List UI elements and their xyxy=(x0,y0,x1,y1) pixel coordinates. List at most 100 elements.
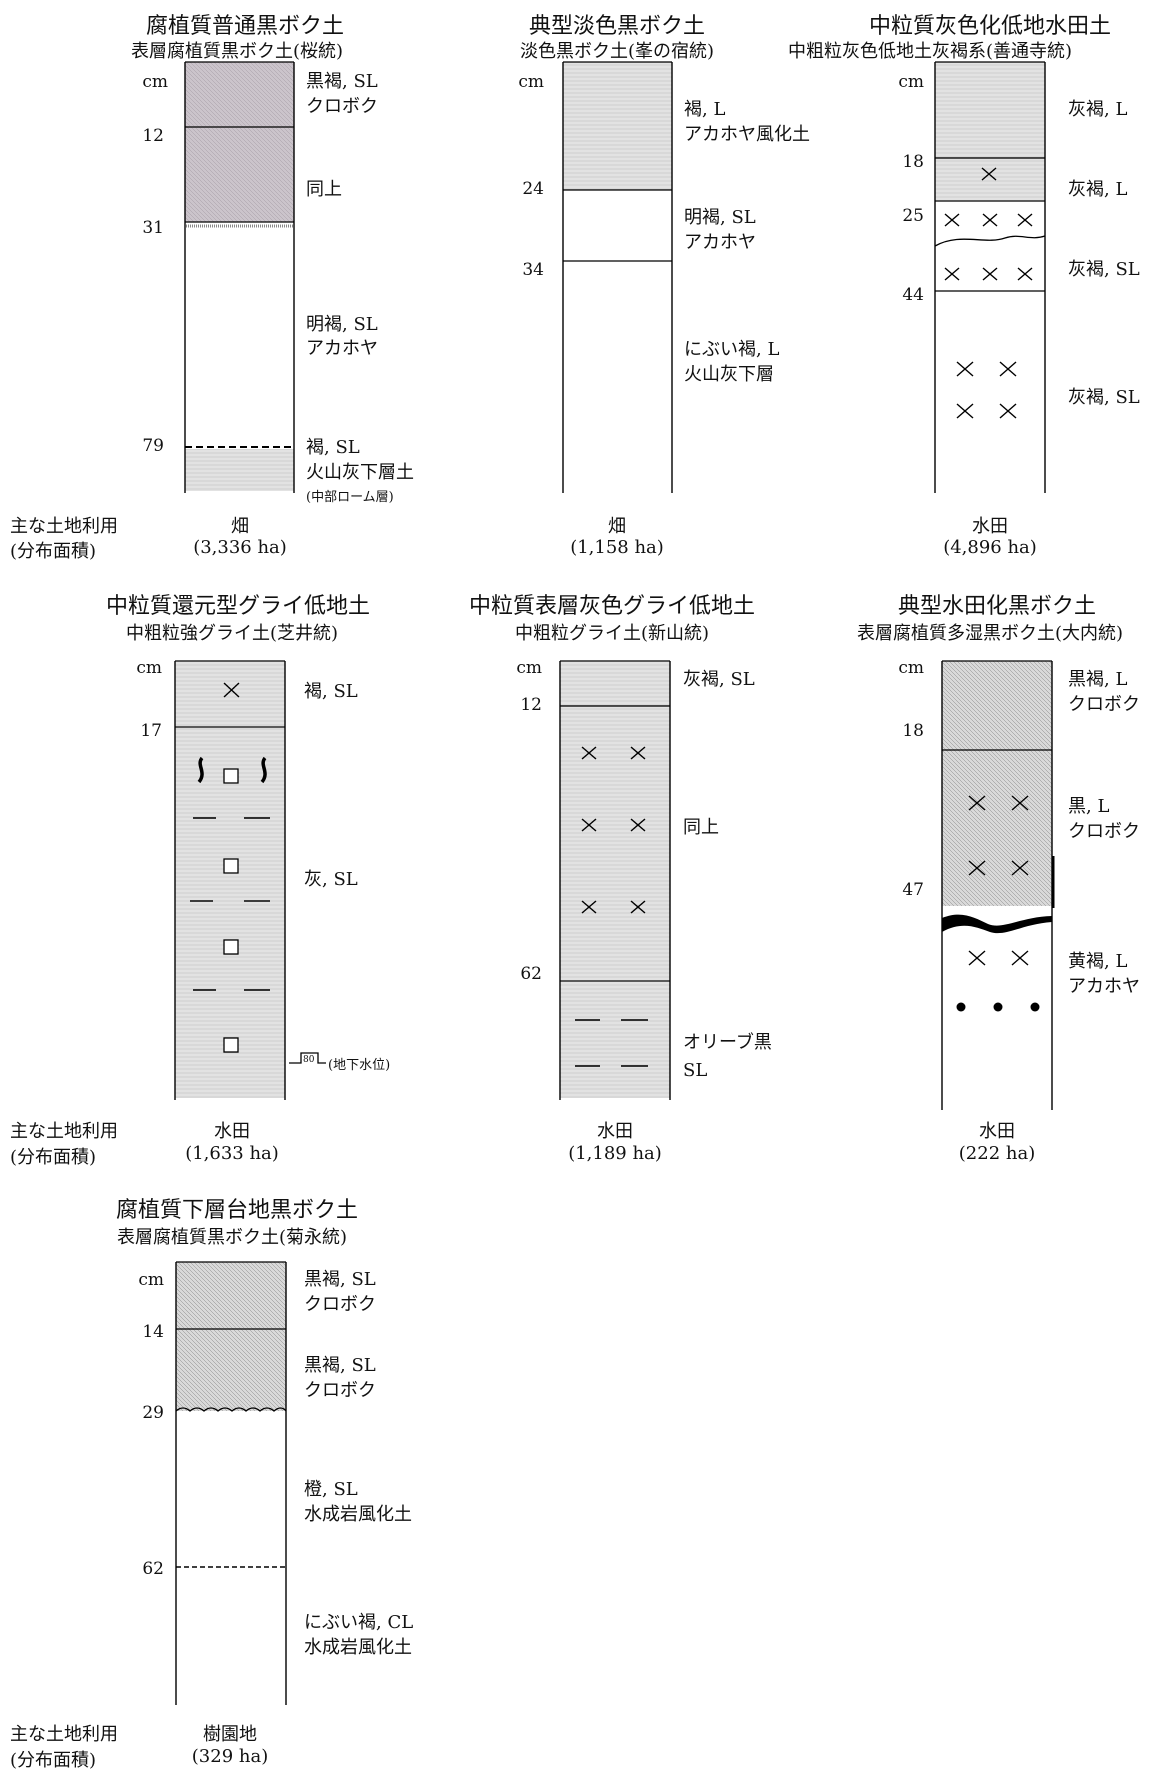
profile-7-depth-3: 62 xyxy=(142,1559,164,1579)
profile-1-column xyxy=(184,61,295,493)
profile-4-groundwater-label: (地下水位) xyxy=(328,1058,391,1073)
profile-3-depth-1: 18 xyxy=(902,152,924,172)
profile-5-subtitle: 中粗粒グライ土(新山統) xyxy=(514,623,710,644)
profile-4-subtitle: 中粗粒強グライ土(芝井統) xyxy=(125,623,339,644)
profile-6-column xyxy=(941,660,1055,1110)
profile-3-column xyxy=(934,61,1046,493)
profile-6-horizon-1-color: 黒褐, L xyxy=(1068,669,1128,690)
profile-1-horizon-1-material: クロボク xyxy=(306,96,378,117)
profile-1-depth-2: 31 xyxy=(142,218,164,238)
profile-6-horizon-2-material: クロボク xyxy=(1068,821,1140,842)
profile-1-area: (3,336 ha) xyxy=(193,537,287,558)
profile-5-land-use: 水田 xyxy=(597,1121,633,1142)
profile-3-depth-2: 25 xyxy=(902,206,924,226)
land-use-label-2: 主な土地利用 xyxy=(10,1121,118,1142)
profile-5-title: 中粒質表層灰色グライ低地土 xyxy=(468,594,755,619)
profile-1-horizon-4-material: 火山灰下層土 xyxy=(306,462,414,483)
profile-2-horizon-1-color: 褐, L xyxy=(684,99,726,120)
profile-7-unit: cm xyxy=(138,1270,164,1290)
profile-3-depth-3: 44 xyxy=(902,285,924,305)
profile-6-horizon-3-color: 黄褐, L xyxy=(1068,951,1128,972)
profile-1-horizon-4-color: 褐, SL xyxy=(306,437,360,458)
profile-5-horizon-3-color: オリーブ黒 xyxy=(683,1032,772,1053)
profile-2-horizon-3-color: にぶい褐, L xyxy=(684,339,780,360)
profile-3-unit: cm xyxy=(898,72,924,92)
profile-1-depth-1: 12 xyxy=(142,126,164,146)
profile-6-area: (222 ha) xyxy=(958,1143,1036,1164)
profile-5-depth-1: 12 xyxy=(520,695,542,715)
profile-3-title: 中粒質灰色化低地水田土 xyxy=(868,14,1111,39)
profile-3-area: (4,896 ha) xyxy=(943,537,1037,558)
profile-1-depth-3: 79 xyxy=(142,436,164,456)
profile-1-horizon-2-color: 同上 xyxy=(306,179,342,200)
profile-2-title: 典型淡色黒ボク土 xyxy=(528,14,705,39)
profile-2-area: (1,158 ha) xyxy=(570,537,664,558)
profile-4-groundwater-depth: 80 xyxy=(303,1055,315,1065)
profile-6-unit: cm xyxy=(898,658,924,678)
profile-6-horizon-3-material: アカホヤ xyxy=(1068,976,1140,997)
profile-2-horizon-3-material: 火山灰下層 xyxy=(684,364,774,385)
profile-7-horizon-1-color: 黒褐, SL xyxy=(304,1269,376,1290)
profile-5-area: (1,189 ha) xyxy=(568,1143,662,1164)
profile-6-depth-1: 18 xyxy=(902,721,924,741)
profile-2-horizon-1-material: アカホヤ風化土 xyxy=(684,124,810,145)
profile-1-land-use: 畑 xyxy=(231,516,249,537)
profile-6-horizon-2-color: 黒, L xyxy=(1068,796,1110,817)
profile-7-horizon-3-material: 水成岩風化土 xyxy=(304,1504,412,1525)
profile-2-unit: cm xyxy=(518,72,544,92)
land-use-label-3: 主な土地利用 xyxy=(10,1724,118,1745)
profile-4-land-use: 水田 xyxy=(214,1121,250,1142)
profile-7-title: 腐植質下層台地黒ボク土 xyxy=(115,1198,358,1223)
profile-3-land-use: 水田 xyxy=(972,516,1008,537)
profile-3-horizon-2-color: 灰褐, L xyxy=(1068,179,1128,200)
profile-3-subtitle: 中粗粒灰色低地土灰褐系(善通寺統) xyxy=(788,41,1073,62)
profile-7-horizon-4-material: 水成岩風化土 xyxy=(304,1637,412,1658)
profile-2-horizon-2-color: 明褐, SL xyxy=(684,207,756,228)
profile-1-title: 腐植質普通黒ボク土 xyxy=(145,14,344,39)
profile-5-horizon-2-color: 同上 xyxy=(683,817,719,838)
profile-7-horizon-1-material: クロボク xyxy=(304,1294,376,1315)
profile-4-column xyxy=(174,660,326,1100)
profile-7-horizon-4-color: にぶい褐, CL xyxy=(304,1612,414,1633)
land-use-label-1: 主な土地利用 xyxy=(10,516,118,537)
profile-5-horizon-1-color: 灰褐, SL xyxy=(683,669,755,690)
profile-2-subtitle: 淡色黒ボク土(峯の宿統) xyxy=(519,41,715,62)
profile-7-area: (329 ha) xyxy=(191,1746,269,1767)
profile-1-horizon-3-material: アカホヤ xyxy=(306,338,378,359)
profile-4-depth-1: 17 xyxy=(140,721,162,741)
profile-6-title: 典型水田化黒ボク土 xyxy=(897,594,1096,619)
profile-4-area: (1,633 ha) xyxy=(185,1143,279,1164)
profile-1-horizon-4-note: (中部ローム層) xyxy=(306,490,394,505)
profile-5-horizon-3-material: SL xyxy=(683,1060,708,1081)
profile-7-horizon-3-color: 橙, SL xyxy=(304,1479,358,1500)
profile-4-horizon-1-color: 褐, SL xyxy=(304,681,358,702)
profile-6-subtitle: 表層腐植質多湿黒ボク土(大内統) xyxy=(856,623,1124,644)
profile-4-title: 中粒質還元型グライ低地土 xyxy=(105,594,370,619)
profile-6-horizon-1-material: クロボク xyxy=(1068,694,1140,715)
profile-7-subtitle: 表層腐植質黒ボク土(菊永統) xyxy=(116,1227,348,1248)
profile-5-unit: cm xyxy=(516,658,542,678)
profile-2-column xyxy=(562,61,673,493)
profile-2-horizon-2-material: アカホヤ xyxy=(684,232,756,253)
profile-5-depth-2: 62 xyxy=(520,964,542,984)
profile-7-horizon-2-color: 黒褐, SL xyxy=(304,1355,376,1376)
profile-7-depth-2: 29 xyxy=(142,1403,164,1423)
profile-7-land-use: 樹園地 xyxy=(203,1724,257,1745)
profile-7-column xyxy=(175,1261,287,1705)
profile-1-unit: cm xyxy=(142,72,168,92)
profile-4-unit: cm xyxy=(136,658,162,678)
profile-1-horizon-3-color: 明褐, SL xyxy=(306,314,378,335)
profile-2-land-use: 畑 xyxy=(608,516,626,537)
profile-7-depth-1: 14 xyxy=(142,1322,164,1342)
profile-6-land-use: 水田 xyxy=(979,1121,1015,1142)
profile-1-horizon-1-color: 黒褐, SL xyxy=(306,71,378,92)
area-label-2: (分布面積) xyxy=(10,1147,97,1168)
profile-3-horizon-3-color: 灰褐, SL xyxy=(1068,259,1140,280)
area-label-3: (分布面積) xyxy=(10,1750,97,1771)
profile-3-horizon-4-color: 灰褐, SL xyxy=(1068,387,1140,408)
profile-2-depth-1: 24 xyxy=(522,179,544,199)
profile-5-column xyxy=(559,660,671,1100)
profile-6-depth-2: 47 xyxy=(902,880,924,900)
